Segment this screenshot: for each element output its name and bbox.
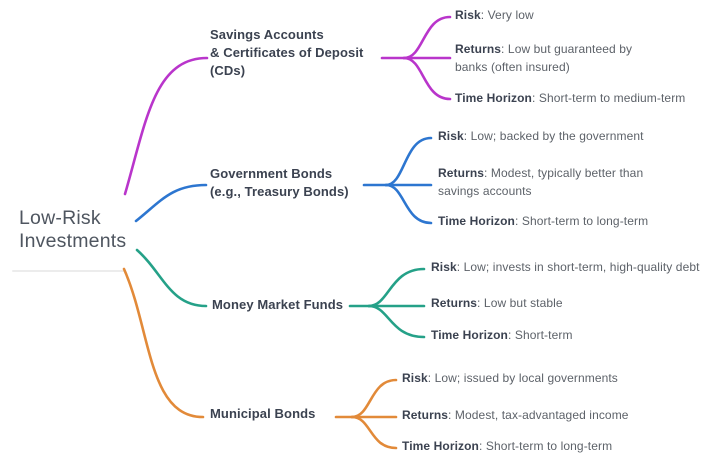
branch-savings-line2: & Certificates of Deposit (210, 45, 364, 60)
branch-municipal-line1: Municipal Bonds (210, 406, 316, 421)
branch-label-municipal-bonds: Municipal Bonds (210, 405, 316, 423)
branch-government-line1: Government Bonds (210, 166, 333, 181)
leaf-text: : Low but guaranteed by banks (often ins… (455, 42, 633, 74)
leaf-government-returns: Returns: Modest, typically better than s… (438, 164, 662, 200)
leaf-text: : Low; invests in short-term, high-quali… (456, 260, 700, 274)
link-municipal-time (350, 415, 398, 450)
link-root-to-municipal (122, 267, 205, 419)
root-node-label: Low-Risk Investments (19, 207, 126, 253)
leaf-key: Risk (402, 371, 428, 385)
root-label-line1: Low-Risk (19, 207, 101, 229)
leaf-key: Returns (438, 166, 485, 180)
branch-savings-line3: (CDs) (210, 63, 246, 78)
branch-savings-line1: Savings Accounts (210, 27, 324, 42)
leaf-savings-time-horizon: Time Horizon: Short-term to medium-term (455, 89, 685, 107)
leaf-municipal-returns: Returns: Modest, tax-advantaged income (402, 406, 629, 424)
link-money-time (367, 304, 426, 339)
leaf-key: Time Horizon (438, 214, 515, 228)
link-savings-risk (402, 15, 452, 60)
branch-lines-money-market (135, 248, 426, 339)
leaf-text: : Short-term to medium-term (532, 91, 686, 105)
link-root-to-government (134, 183, 208, 223)
leaf-key: Time Horizon (431, 328, 508, 342)
leaf-key: Time Horizon (455, 91, 532, 105)
leaf-text: : Short-term (508, 328, 573, 342)
leaf-text: : Short-term to long-term (479, 439, 613, 453)
leaf-key: Returns (455, 42, 502, 56)
leaf-text: : Low but stable (477, 296, 563, 310)
leaf-key: Returns (431, 296, 478, 310)
branch-lines-savings-cds (123, 15, 452, 196)
link-municipal-risk (350, 378, 398, 419)
link-money-risk (367, 267, 426, 308)
branch-lines-government-bonds (134, 136, 433, 225)
link-savings-time (402, 56, 452, 101)
leaf-key: Risk (455, 8, 481, 22)
leaf-municipal-time-horizon: Time Horizon: Short-term to long-term (402, 437, 612, 455)
branch-government-line2: (e.g., Treasury Bonds) (210, 184, 349, 199)
branch-label-government-bonds: Government Bonds (e.g., Treasury Bonds) (210, 165, 349, 201)
leaf-text: : Modest, tax-advantaged income (448, 408, 629, 422)
leaf-money-time-horizon: Time Horizon: Short-term (431, 326, 573, 344)
leaf-key: Returns (402, 408, 449, 422)
leaf-text: : Low; backed by the government (463, 129, 644, 143)
leaf-government-time-horizon: Time Horizon: Short-term to long-term (438, 212, 648, 230)
leaf-savings-returns: Returns: Low but guaranteed by banks (of… (455, 40, 651, 76)
leaf-text: : Short-term to long-term (515, 214, 649, 228)
leaf-savings-risk: Risk: Very low (455, 6, 534, 24)
leaf-text: : Low; issued by local governments (427, 371, 618, 385)
link-government-time (384, 183, 433, 225)
branch-lines-municipal-bonds (122, 267, 398, 450)
link-government-risk (384, 136, 433, 187)
leaf-municipal-risk: Risk: Low; issued by local governments (402, 369, 618, 387)
leaf-government-risk: Risk: Low; backed by the government (438, 127, 644, 145)
leaf-key: Time Horizon (402, 439, 479, 453)
leaf-money-risk: Risk: Low; invests in short-term, high-q… (431, 258, 700, 276)
root-label-line2: Investments (19, 230, 127, 252)
leaf-money-returns: Returns: Low but stable (431, 294, 563, 312)
leaf-key: Risk (438, 129, 464, 143)
leaf-key: Risk (431, 260, 457, 274)
link-root-to-money (135, 248, 208, 308)
branch-label-savings-cds: Savings Accounts & Certificates of Depos… (210, 26, 363, 80)
link-root-to-savings (123, 56, 209, 196)
leaf-text: : Very low (480, 8, 534, 22)
leaf-text: : Modest, typically better than savings … (438, 166, 644, 198)
branch-label-money-market: Money Market Funds (212, 296, 343, 314)
branch-money-line1: Money Market Funds (212, 297, 344, 312)
